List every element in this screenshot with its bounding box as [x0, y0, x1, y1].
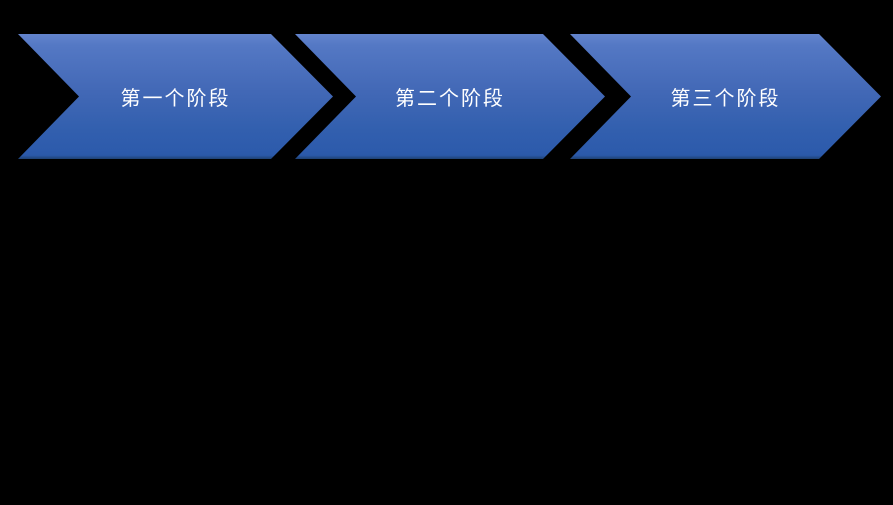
stage-1-label: 第一个阶段: [120, 88, 231, 110]
chevron-stage-1[interactable]: 第一个阶段: [18, 34, 333, 159]
chevron-stage-3[interactable]: 第三个阶段: [570, 34, 881, 159]
stage-2-label: 第二个阶段: [395, 88, 505, 110]
chevron-process-diagram: 第一个阶段 第二个阶段 第三个阶段: [0, 34, 893, 159]
chevron-stage-2[interactable]: 第二个阶段: [295, 34, 605, 159]
stage-3-label: 第三个阶段: [670, 88, 781, 110]
